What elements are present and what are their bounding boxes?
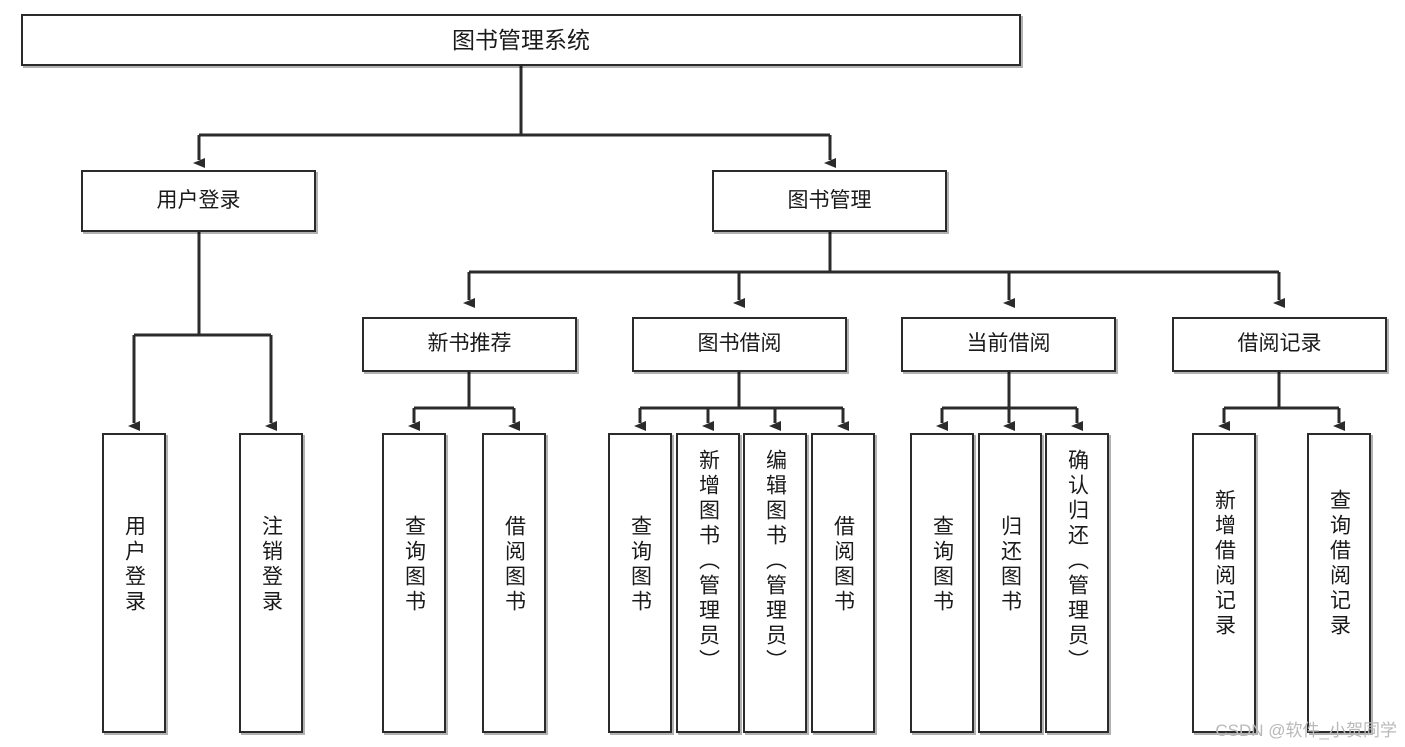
node-label: 借阅图书 (831, 515, 855, 615)
node-label: 图书管理系统 (452, 26, 590, 53)
node-label: 借阅图书 (502, 515, 526, 615)
leaf-query-book-current[interactable]: 查询图书 (910, 433, 974, 733)
node-label: 用户登录 (122, 515, 146, 615)
node-label: 当前借阅 (966, 332, 1051, 356)
node-root-system[interactable]: 图书管理系统 (21, 14, 1021, 66)
leaf-query-book-newbook[interactable]: 查询图书 (382, 433, 446, 733)
node-new-book-recommend[interactable]: 新书推荐 (362, 317, 577, 372)
leaf-user-login[interactable]: 用户登录 (102, 433, 166, 733)
node-label: 借阅记录 (1237, 332, 1322, 356)
node-book-management[interactable]: 图书管理 (712, 170, 947, 232)
node-label: 查询图书 (930, 515, 954, 615)
leaf-logout[interactable]: 注销登录 (239, 433, 303, 733)
node-book-borrow[interactable]: 图书借阅 (632, 317, 847, 372)
node-user-login[interactable]: 用户登录 (81, 170, 316, 232)
leaf-query-borrow-record[interactable]: 查询借阅记录 (1307, 433, 1371, 733)
node-current-borrow[interactable]: 当前借阅 (901, 317, 1116, 372)
node-borrow-record[interactable]: 借阅记录 (1172, 317, 1387, 372)
node-label: 确认归还（管理员） (1065, 449, 1089, 674)
leaf-add-book-admin[interactable]: 新增图书（管理员） (676, 433, 740, 733)
leaf-return-book[interactable]: 归还图书 (978, 433, 1042, 733)
leaf-borrow-book-newbook[interactable]: 借阅图书 (482, 433, 546, 733)
node-label: 图书借阅 (697, 332, 782, 356)
leaf-confirm-return-admin[interactable]: 确认归还（管理员） (1045, 433, 1109, 733)
leaf-query-book-borrow[interactable]: 查询图书 (608, 433, 672, 733)
node-label: 查询图书 (628, 515, 652, 615)
node-label: 查询图书 (402, 515, 426, 615)
node-label: 新书推荐 (427, 332, 512, 356)
leaf-borrow-book-borrow[interactable]: 借阅图书 (811, 433, 875, 733)
node-label: 注销登录 (259, 515, 283, 615)
node-label: 新增借阅记录 (1212, 489, 1236, 639)
node-label: 归还图书 (998, 515, 1022, 615)
leaf-edit-book-admin[interactable]: 编辑图书（管理员） (743, 433, 807, 733)
node-label: 编辑图书（管理员） (763, 449, 787, 674)
node-label: 用户登录 (156, 188, 241, 212)
leaf-add-borrow-record[interactable]: 新增借阅记录 (1192, 433, 1256, 733)
csdn-watermark: CSDN @软件_小贺同学 (1215, 721, 1397, 740)
node-label: 新增图书（管理员） (696, 449, 720, 674)
node-label: 图书管理 (787, 188, 872, 212)
node-label: 查询借阅记录 (1327, 489, 1351, 639)
